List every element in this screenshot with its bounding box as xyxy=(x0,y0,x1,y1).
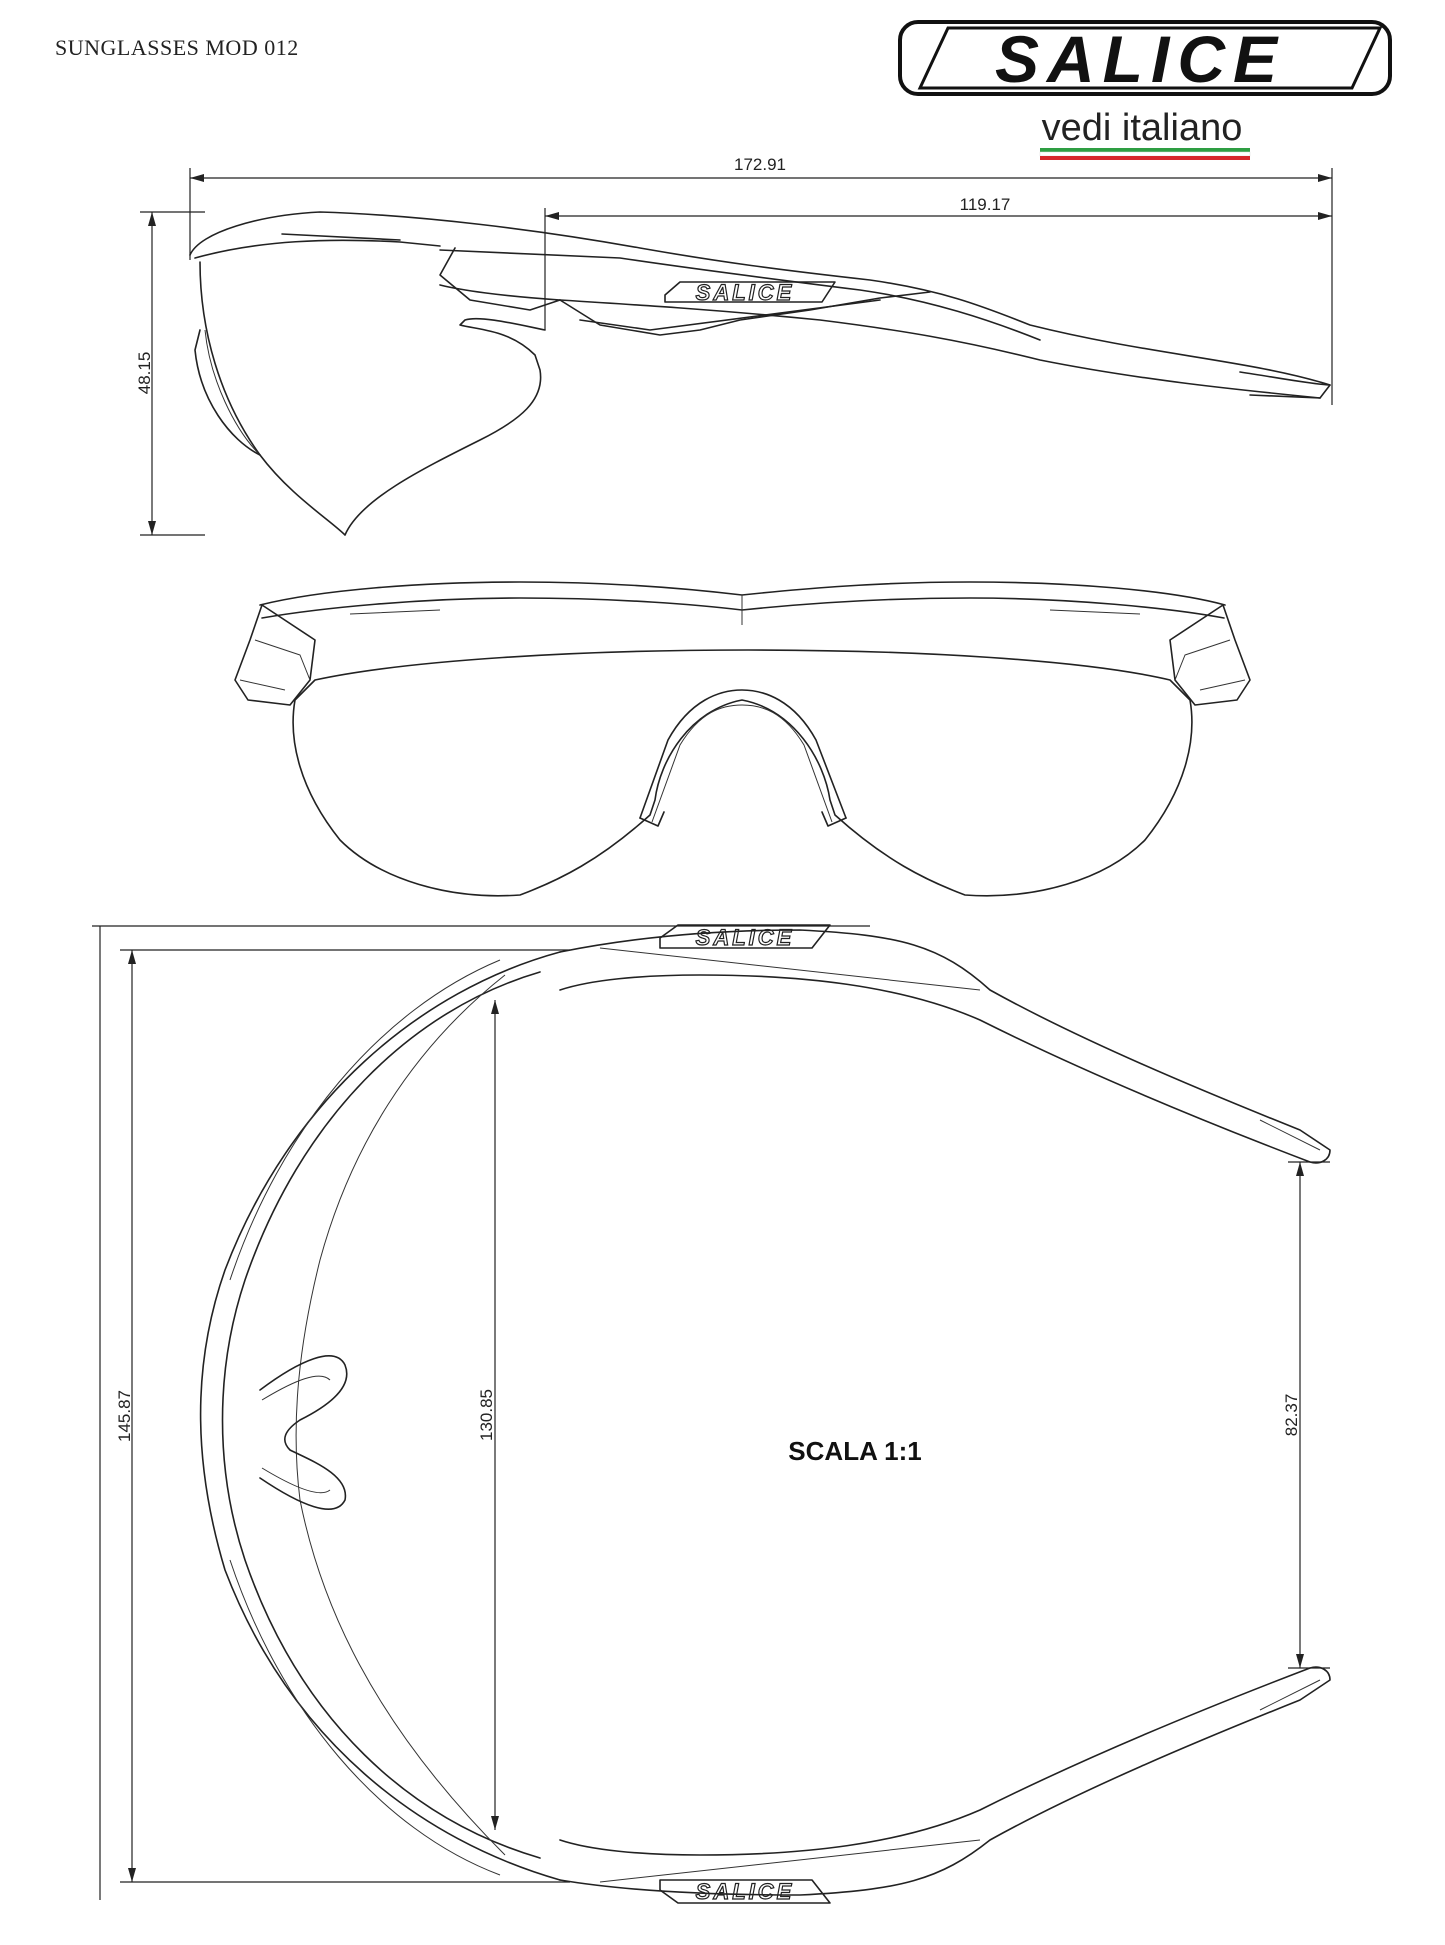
bottom-temple-logo: SALICE xyxy=(696,1879,795,1904)
dim-lens-height: 48.15 xyxy=(135,352,154,395)
top-view: SALICE SALICE 145.87 130.85 82.37 SCALA … xyxy=(92,924,1331,1905)
dim-frame-width: 145.87 xyxy=(115,1390,134,1442)
drawing-title: SUNGLASSES MOD 012 xyxy=(55,35,299,60)
brand-tagline: vedi italiano xyxy=(1042,107,1243,149)
dim-lens-width: 130.85 xyxy=(477,1389,496,1441)
brand-logo-text: SALICE xyxy=(995,22,1285,96)
dim-overall-length: 172.91 xyxy=(734,155,786,174)
front-view xyxy=(234,581,1251,897)
brand-logo: SALICE xyxy=(898,20,1392,96)
side-view: SALICE 172.91 119.17 48.15 xyxy=(135,155,1333,536)
scale-label: SCALA 1:1 xyxy=(788,1436,921,1466)
top-temple-logo: SALICE xyxy=(696,925,795,950)
italian-flag-stripe xyxy=(1039,148,1251,160)
dim-temple-length: 119.17 xyxy=(960,195,1011,214)
side-temple-logo: SALICE xyxy=(696,280,795,305)
dim-temple-spacing: 82.37 xyxy=(1282,1394,1301,1437)
